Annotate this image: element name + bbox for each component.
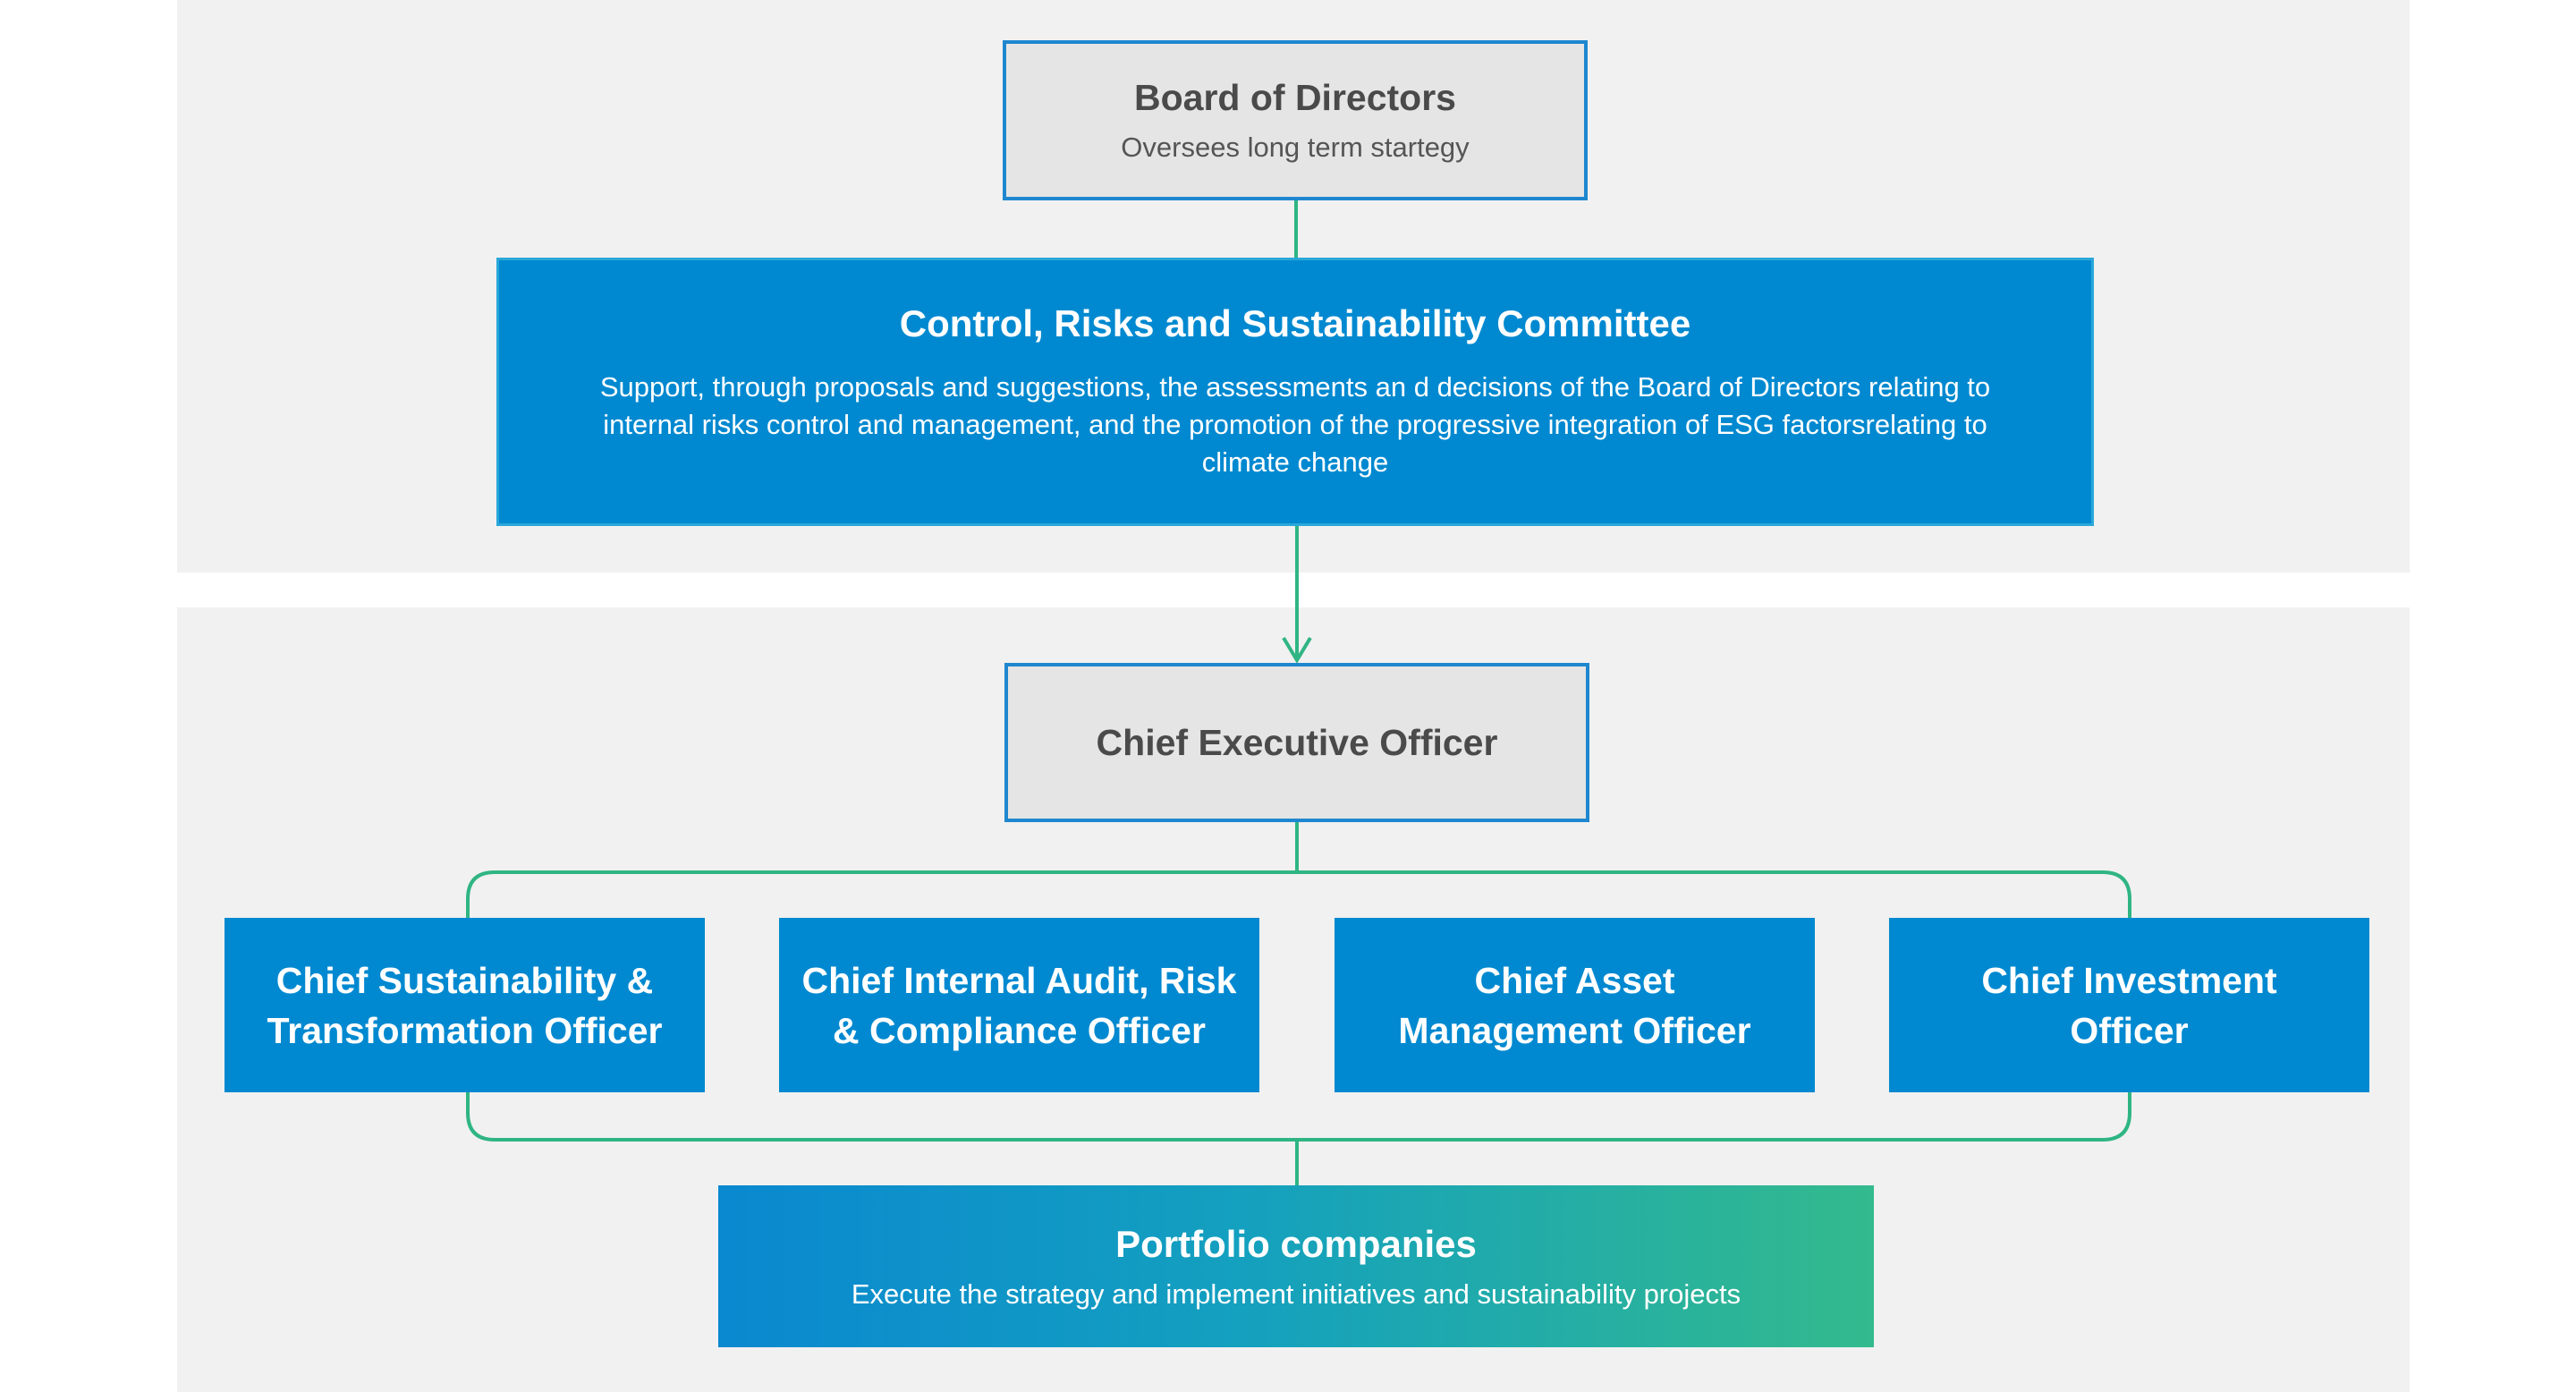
portfolio-companies-box: Portfolio companies Execute the strategy… [718, 1185, 1874, 1347]
officer-title-line: Chief Investment [1981, 959, 2277, 1001]
officer-title: Chief Investment Officer [1981, 955, 2276, 1056]
chief-internal-audit-officer-box: Chief Internal Audit, Risk & Compliance … [779, 918, 1259, 1092]
portfolio-title: Portfolio companies [1115, 1222, 1477, 1265]
committee-title: Control, Risks and Sustainability Commit… [899, 302, 1691, 344]
officers-bottom-bracket [466, 1092, 2131, 1142]
officer-title-line: Management Officer [1398, 1009, 1751, 1051]
officer-title: Chief Internal Audit, Risk & Compliance … [802, 955, 1237, 1056]
board-subtitle: Oversees long term startegy [1121, 132, 1470, 163]
officer-title-line: & Compliance Officer [833, 1009, 1206, 1051]
officers-top-bracket [466, 870, 2131, 918]
chief-investment-officer-box: Chief Investment Officer [1889, 918, 2369, 1092]
officer-title-line: Chief Internal Audit, Risk [801, 959, 1237, 1001]
officer-title-line: Chief Asset [1474, 959, 1675, 1001]
board-title: Board of Directors [1134, 77, 1456, 118]
officer-title: Chief Sustainability & Transformation Of… [267, 955, 663, 1056]
committee-box: Control, Risks and Sustainability Commit… [496, 258, 2094, 526]
ceo-box: Chief Executive Officer [1004, 663, 1589, 822]
ceo-arrow-head-icon [1282, 636, 1312, 664]
portfolio-subtitle: Execute the strategy and implement initi… [851, 1277, 1741, 1310]
officer-title-line: Officer [2070, 1009, 2189, 1051]
officer-title: Chief Asset Management Officer [1398, 955, 1750, 1056]
committee-description: Support, through proposals and suggestio… [599, 371, 1991, 478]
chief-sustainability-officer-box: Chief Sustainability & Transformation Of… [225, 918, 705, 1092]
ceo-title: Chief Executive Officer [1096, 721, 1498, 763]
board-of-directors-box: Board of Directors Oversees long term st… [1003, 40, 1588, 200]
chief-asset-management-officer-box: Chief Asset Management Officer [1335, 918, 1815, 1092]
officer-title-line: Chief Sustainability & [275, 959, 654, 1001]
officer-title-line: Transformation Officer [267, 1009, 663, 1051]
